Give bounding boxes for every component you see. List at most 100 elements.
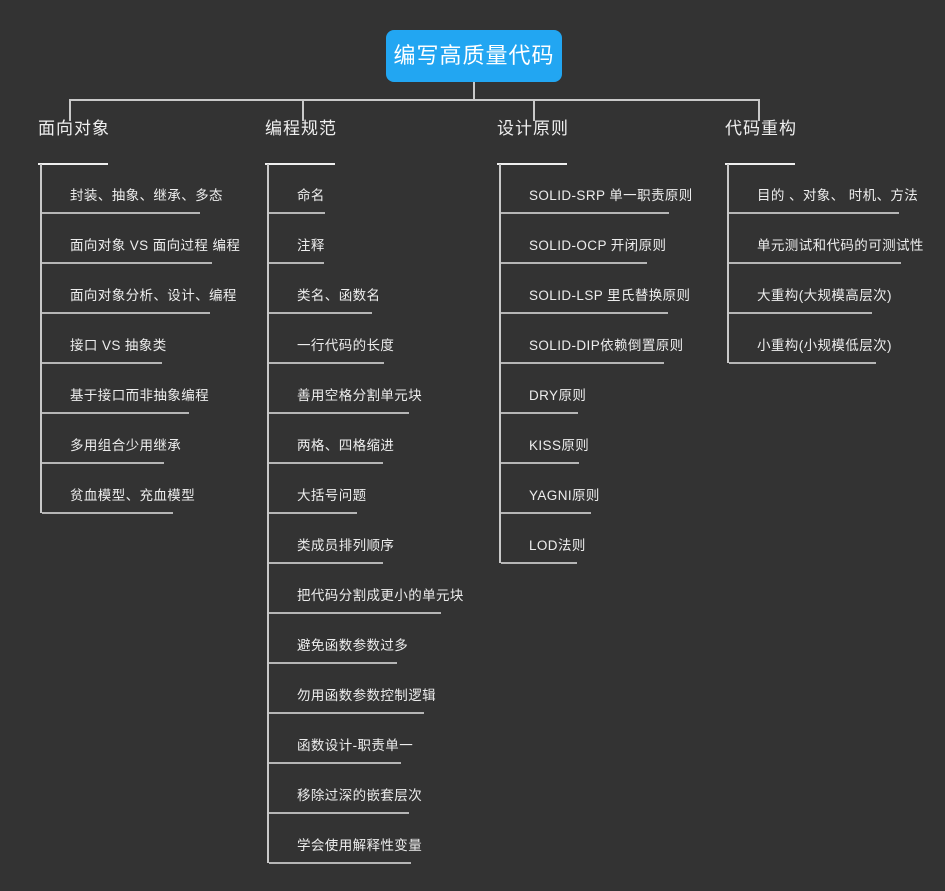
leaf-item[interactable]: 勿用函数参数控制逻辑 [269, 664, 494, 714]
leaf-label: 注释 [297, 238, 325, 253]
leaf-item[interactable]: 小重构(小规模低层次) [729, 314, 944, 364]
leaf-label: YAGNI原则 [529, 488, 600, 503]
leaf-label: 两格、四格缩进 [297, 438, 395, 453]
leaf-underline [42, 312, 210, 314]
leaf-underline [729, 262, 901, 264]
leaf-label: 勿用函数参数控制逻辑 [297, 688, 436, 703]
leaf-item[interactable]: YAGNI原则 [501, 464, 726, 514]
leaf-label: 善用空格分割单元块 [297, 388, 423, 403]
leaf-label: 避免函数参数过多 [297, 638, 409, 653]
leaf-label: 面向对象 VS 面向过程 编程 [70, 238, 241, 253]
leaf-label: 一行代码的长度 [297, 338, 395, 353]
branch-title-4[interactable]: 代码重构 [725, 119, 797, 138]
leaf-item[interactable]: 大括号问题 [269, 464, 494, 514]
leaf-underline [269, 462, 383, 464]
leaf-item[interactable]: 多用组合少用继承 [42, 414, 267, 464]
leaf-item[interactable]: 类成员排列顺序 [269, 514, 494, 564]
leaf-label: 大重构(大规模高层次) [757, 288, 892, 303]
leaf-label: 大括号问题 [297, 488, 367, 503]
branch-spine-2 [267, 164, 269, 863]
leaf-underline [501, 362, 664, 364]
leaf-label: 学会使用解释性变量 [297, 838, 423, 853]
leaf-item[interactable]: 面向对象 VS 面向过程 编程 [42, 214, 267, 264]
leaf-item[interactable]: 函数设计-职责单一 [269, 714, 494, 764]
leaf-underline [42, 212, 200, 214]
leaf-item[interactable]: 目的 、对象、 时机、方法 [729, 164, 944, 214]
leaf-underline [729, 312, 872, 314]
leaf-label: 移除过深的嵌套层次 [297, 788, 423, 803]
leaf-item[interactable]: 善用空格分割单元块 [269, 364, 494, 414]
leaf-underline [501, 212, 669, 214]
branch-drop-connector-1 [69, 99, 71, 121]
leaf-underline [42, 362, 162, 364]
leaf-label: 单元测试和代码的可测试性 [757, 238, 924, 253]
branch-underline-4 [725, 163, 795, 165]
leaf-underline [269, 262, 324, 264]
leaf-underline [269, 862, 411, 864]
branch-spine-1 [40, 164, 42, 513]
leaf-item[interactable]: SOLID-SRP 单一职责原则 [501, 164, 726, 214]
leaf-underline [42, 262, 212, 264]
leaf-label: 把代码分割成更小的单元块 [297, 588, 464, 603]
leaf-underline [501, 512, 591, 514]
leaf-item[interactable]: 类名、函数名 [269, 264, 494, 314]
leaf-label: 封装、抽象、继承、多态 [70, 188, 223, 203]
leaf-underline [269, 362, 384, 364]
leaf-underline [501, 262, 647, 264]
leaf-label: 小重构(小规模低层次) [757, 338, 892, 353]
branch-spine-4 [727, 164, 729, 363]
branch-title-1[interactable]: 面向对象 [38, 119, 110, 138]
leaf-label: 目的 、对象、 时机、方法 [757, 188, 919, 203]
leaf-item[interactable]: 基于接口而非抽象编程 [42, 364, 267, 414]
leaf-item[interactable]: 单元测试和代码的可测试性 [729, 214, 944, 264]
leaf-item[interactable]: 避免函数参数过多 [269, 614, 494, 664]
leaf-label: 类名、函数名 [297, 288, 381, 303]
branch-drop-connector-2 [302, 99, 304, 121]
leaf-underline [269, 512, 357, 514]
leaf-item[interactable]: 命名 [269, 164, 494, 214]
leaf-label: 多用组合少用继承 [70, 438, 182, 453]
leaf-item[interactable]: DRY原则 [501, 364, 726, 414]
leaf-label: 类成员排列顺序 [297, 538, 395, 553]
leaf-underline [42, 462, 164, 464]
leaf-label: SOLID-LSP 里氏替换原则 [529, 288, 691, 303]
leaf-underline [269, 712, 424, 714]
leaf-underline [729, 362, 876, 364]
leaf-label: 基于接口而非抽象编程 [70, 388, 209, 403]
leaf-item[interactable]: 封装、抽象、继承、多态 [42, 164, 267, 214]
branch-title-2[interactable]: 编程规范 [265, 119, 337, 138]
leaf-item[interactable]: 接口 VS 抽象类 [42, 314, 267, 364]
leaf-item[interactable]: LOD法则 [501, 514, 726, 564]
leaf-label: 函数设计-职责单一 [297, 738, 414, 753]
root-node[interactable]: 编写高质量代码 [386, 30, 562, 82]
leaf-underline [269, 762, 401, 764]
leaf-item[interactable]: 面向对象分析、设计、编程 [42, 264, 267, 314]
branch-spine-3 [499, 164, 501, 563]
leaf-item[interactable]: 把代码分割成更小的单元块 [269, 564, 494, 614]
leaf-label: 命名 [297, 188, 325, 203]
leaf-underline [269, 562, 383, 564]
leaf-item[interactable]: SOLID-OCP 开闭原则 [501, 214, 726, 264]
leaf-item[interactable]: SOLID-DIP依赖倒置原则 [501, 314, 726, 364]
leaf-item[interactable]: KISS原则 [501, 414, 726, 464]
leaf-underline [42, 412, 189, 414]
leaf-underline [501, 562, 577, 564]
leaf-item[interactable]: 移除过深的嵌套层次 [269, 764, 494, 814]
leaf-underline [729, 212, 899, 214]
leaf-item[interactable]: SOLID-LSP 里氏替换原则 [501, 264, 726, 314]
leaf-underline [269, 412, 409, 414]
root-horizontal-connector [69, 99, 759, 101]
leaf-label: LOD法则 [529, 538, 586, 553]
leaf-item[interactable]: 注释 [269, 214, 494, 264]
leaf-label: DRY原则 [529, 388, 587, 403]
leaf-item[interactable]: 两格、四格缩进 [269, 414, 494, 464]
leaf-item[interactable]: 学会使用解释性变量 [269, 814, 494, 864]
leaf-label: SOLID-SRP 单一职责原则 [529, 188, 693, 203]
leaf-item[interactable]: 大重构(大规模高层次) [729, 264, 944, 314]
root-stem-connector [473, 82, 475, 99]
leaf-underline [269, 612, 441, 614]
branch-title-3[interactable]: 设计原则 [497, 119, 569, 138]
leaf-item[interactable]: 一行代码的长度 [269, 314, 494, 364]
leaf-item[interactable]: 贫血模型、充血模型 [42, 464, 267, 514]
